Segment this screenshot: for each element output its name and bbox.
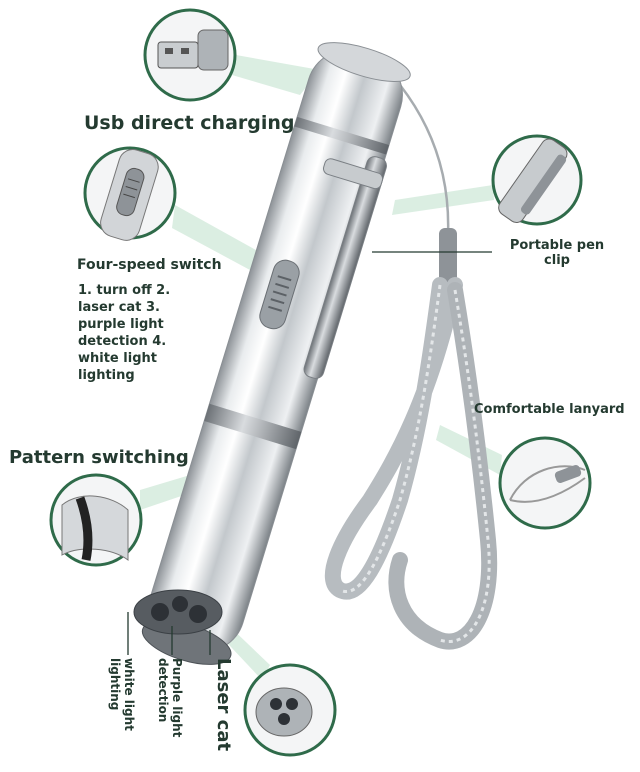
pattern-switching-label: Pattern switching <box>9 447 189 468</box>
leader-clip <box>392 185 494 215</box>
lens-face <box>133 589 223 635</box>
lanyard-cord <box>399 84 450 236</box>
speed-line: 1. turn off 2. <box>78 283 171 298</box>
clip-detail-circle <box>491 134 583 226</box>
usb-charging-label: Usb direct charging <box>84 112 295 134</box>
purple-line: Purple light <box>170 658 184 738</box>
white-light-label: white light lighting <box>108 658 136 731</box>
leader-switch <box>172 205 265 270</box>
pattern-detail-circle <box>49 473 143 567</box>
speed-description: 1. turn off 2. laser cat 3. purple light… <box>78 282 208 384</box>
laser-cat-label: Laser cat <box>213 658 234 752</box>
lanyard-detail-circle <box>498 436 592 530</box>
white-light-line: lighting <box>108 658 122 711</box>
speed-line: lighting <box>78 368 135 383</box>
usb-plug-icon <box>157 29 229 71</box>
switch-detail-circle <box>83 146 177 241</box>
purple-line: detection <box>156 658 170 723</box>
pen-clip-line: clip <box>544 253 570 268</box>
usb-detail-circle <box>143 8 237 102</box>
lanyard-label: Comfortable lanyard <box>474 402 625 417</box>
speed-line: detection 4. <box>78 334 167 349</box>
pen-clip-line: Portable pen <box>509 238 605 253</box>
four-speed-label: Four-speed switch <box>77 257 222 273</box>
speed-line: white light <box>78 351 157 366</box>
pen-clip-label: Portable pen clip <box>497 238 617 268</box>
lanyard-icon <box>509 465 586 503</box>
white-light-line: white light <box>122 658 136 731</box>
lens-detail-circle <box>243 663 337 757</box>
speed-line: purple light <box>78 317 164 332</box>
lanyard-connector <box>439 228 457 286</box>
triple-lens-icon <box>255 687 313 737</box>
pen-clip-icon <box>498 138 568 223</box>
slide-switch-icon <box>100 149 159 241</box>
purple-light-label: Purple light detection <box>156 658 184 737</box>
speed-line: laser cat 3. <box>78 300 160 315</box>
leader-usb <box>232 55 320 95</box>
rotary-ring-icon <box>61 495 129 561</box>
